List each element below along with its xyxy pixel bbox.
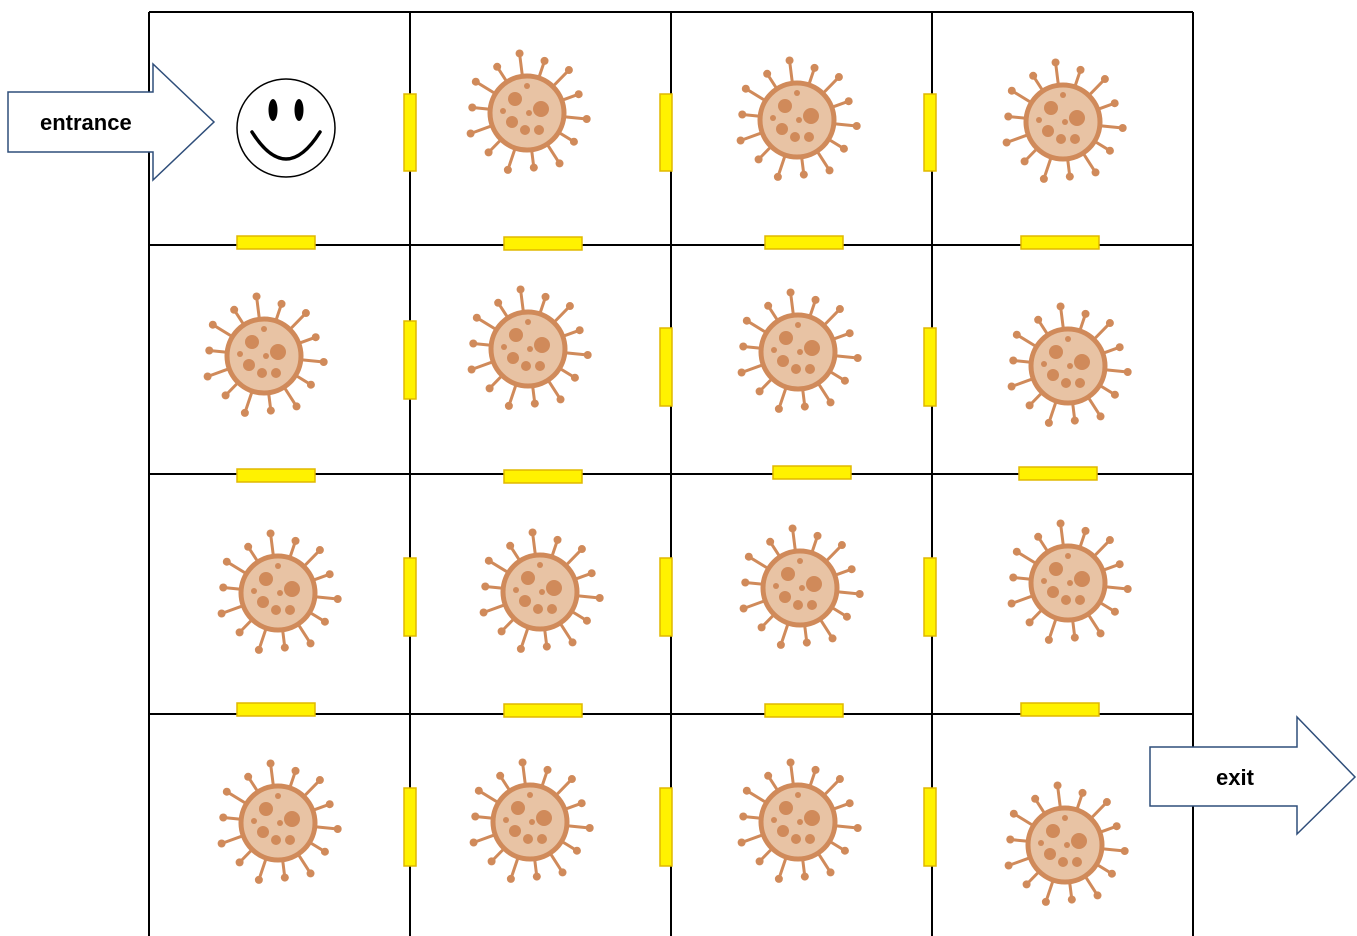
vertical-door-4 [660,328,672,406]
virus-icon [1008,519,1132,643]
virus-icon [738,758,862,882]
virus-icon [470,758,594,882]
vertical-door-2 [924,94,936,171]
virus-icon [1008,302,1132,426]
virus-icon [204,292,328,416]
virus-icon [218,759,342,883]
horizontal-door-5 [504,470,582,483]
vertical-door-10 [660,788,672,866]
horizontal-door-11 [1021,703,1099,716]
horizontal-door-1 [504,237,582,250]
virus-icon [740,524,864,648]
virus-icon [480,528,604,652]
maze-doors [237,94,1099,866]
vertical-door-8 [924,558,936,636]
vertical-door-3 [404,321,416,399]
entrance-label: entrance [40,110,132,136]
vertical-door-11 [924,788,936,866]
vertical-door-5 [924,328,936,406]
vertical-door-6 [404,558,416,636]
horizontal-door-0 [237,236,315,249]
virus-icon [468,285,592,409]
horizontal-door-3 [1021,236,1099,249]
vertical-door-0 [404,94,416,171]
vertical-door-9 [404,788,416,866]
vertical-door-1 [660,94,672,171]
maze-cells [204,49,1132,905]
horizontal-door-9 [504,704,582,717]
horizontal-door-10 [765,704,843,717]
smiley-icon [237,79,335,177]
virus-icon [1005,781,1129,905]
virus-icon [1003,58,1127,182]
horizontal-door-8 [237,703,315,716]
virus-icon [218,529,342,653]
horizontal-door-4 [237,469,315,482]
virus-icon [467,49,591,173]
virus-icon [737,56,861,180]
horizontal-door-7 [1019,467,1097,480]
vertical-door-7 [660,558,672,636]
exit-label: exit [1216,765,1254,791]
horizontal-door-6 [773,466,851,479]
virus-icon [738,288,862,412]
horizontal-door-2 [765,236,843,249]
